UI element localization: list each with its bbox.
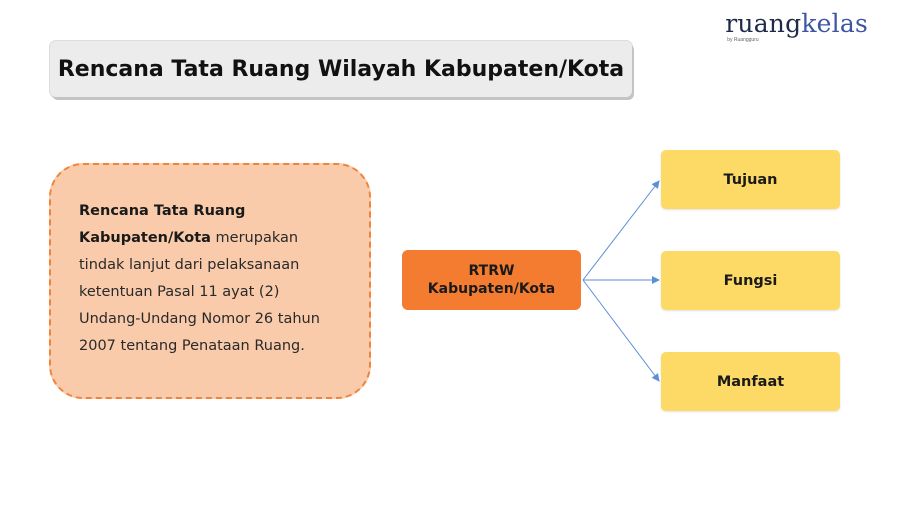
logo-ruang-text: ruang bbox=[725, 9, 802, 38]
ruangkelas-logo: ruangkelas by Ruangguru bbox=[725, 10, 868, 44]
description-text: merupakan tindak lanjut dari pelaksanaan… bbox=[79, 230, 320, 354]
logo-subtitle: by Ruangguru bbox=[727, 37, 759, 43]
node-manfaat: Manfaat bbox=[661, 352, 840, 411]
node-fungsi: Fungsi bbox=[661, 251, 840, 310]
arrow-to-tujuan bbox=[582, 180, 660, 281]
logo-kelas-text: kelas bbox=[801, 9, 868, 38]
center-node-line2: Kabupaten/Kota bbox=[427, 281, 556, 297]
rtrw-center-node: RTRW Kabupaten/Kota bbox=[402, 250, 581, 310]
logo-wordmark: ruangkelas bbox=[725, 10, 868, 38]
arrow-to-manfaat bbox=[582, 279, 660, 382]
center-node-line1: RTRW bbox=[468, 263, 515, 279]
node-tujuan: Tujuan bbox=[661, 150, 840, 209]
description-bold-term: Rencana Tata Ruang Kabupaten/Kota bbox=[79, 203, 246, 246]
page-title: Rencana Tata Ruang Wilayah Kabupaten/Kot… bbox=[50, 41, 632, 97]
description-card: Rencana Tata Ruang Kabupaten/Kota merupa… bbox=[49, 163, 371, 399]
